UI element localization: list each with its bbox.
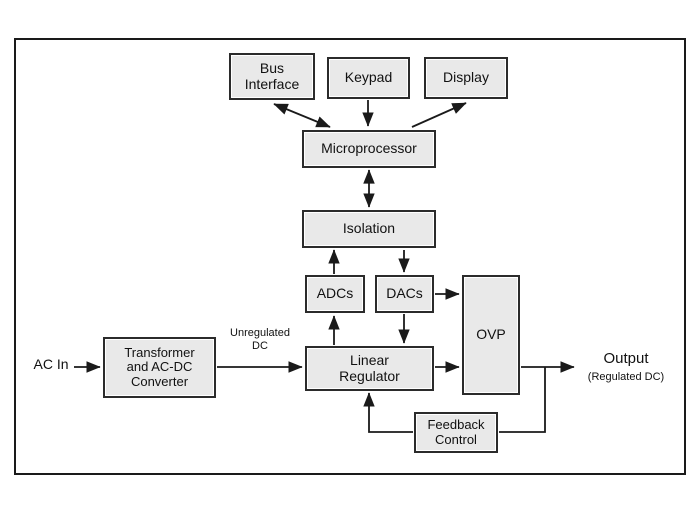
block-microprocessor[interactable]: Microprocessor — [302, 130, 436, 168]
block-adcs-label: ADCs — [316, 285, 354, 302]
block-ovp[interactable]: OVP — [462, 275, 520, 395]
block-transformer-label: Transformer and AC-DC Converter — [124, 344, 195, 389]
block-dacs[interactable]: DACs — [375, 275, 434, 313]
block-transformer-ac-dc-converter[interactable]: Transformer and AC-DC Converter — [103, 337, 216, 398]
label-output-title: Output — [603, 350, 649, 367]
block-display-label: Display — [443, 69, 489, 86]
block-bus-interface-label: Bus Interface — [244, 59, 300, 92]
block-linear-regulator-label: Linear Regulator — [339, 351, 400, 384]
block-microprocessor-label: Microprocessor — [321, 140, 417, 157]
figure-frame — [14, 38, 686, 475]
block-keypad-label: Keypad — [344, 69, 393, 86]
block-dacs-label: DACs — [386, 285, 423, 302]
block-linear-regulator[interactable]: Linear Regulator — [305, 346, 434, 391]
block-isolation[interactable]: Isolation — [302, 210, 436, 248]
block-isolation-label: Isolation — [342, 220, 396, 237]
block-adcs[interactable]: ADCs — [305, 275, 365, 313]
block-keypad[interactable]: Keypad — [327, 57, 410, 99]
label-output-subtitle: (Regulated DC) — [587, 371, 665, 383]
block-feedback-control[interactable]: Feedback Control — [414, 412, 498, 453]
block-feedback-control-label: Feedback Control — [427, 416, 485, 447]
label-unregulated-dc: Unregulated DC — [230, 327, 290, 352]
block-ovp-label: OVP — [476, 326, 506, 343]
block-bus-interface[interactable]: Bus Interface — [229, 53, 315, 100]
label-ac-in: AC In — [33, 356, 69, 372]
block-display[interactable]: Display — [424, 57, 508, 99]
